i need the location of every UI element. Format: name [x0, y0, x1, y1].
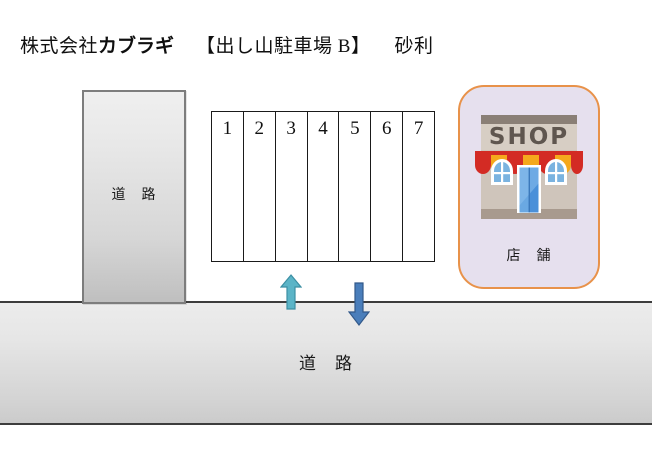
page-title: 株式会社カブラギ【出し山駐車場 B】 砂利: [20, 28, 620, 60]
title-lot-name: 【出し山駐車場 B】: [196, 35, 371, 57]
arrow-up-icon: [280, 274, 302, 310]
svg-text:SHOP: SHOP: [489, 124, 569, 150]
parking-stall[interactable]: 2: [243, 112, 276, 261]
shop-card: SHOP: [458, 85, 600, 289]
arrow-down-icon: [348, 282, 370, 326]
stall-number: 7: [413, 118, 424, 139]
stall-number: 5: [350, 118, 360, 139]
parking-stall[interactable]: 5: [339, 112, 372, 261]
title-surface-type: 砂利: [394, 35, 434, 57]
parking-stall[interactable]: 1: [212, 112, 244, 261]
parking-stall-grid: 1 2 3 4 5 6 7: [211, 111, 435, 262]
stall-number: 2: [254, 118, 265, 139]
parking-stall[interactable]: 3: [275, 112, 308, 261]
bottom-road-area: 道 路: [0, 301, 652, 425]
stall-number: 1: [222, 118, 233, 139]
title-brand: カブラギ: [98, 34, 175, 57]
left-road-label: 道 路: [111, 188, 157, 203]
shop-building-icon: SHOP: [473, 101, 585, 229]
left-road-block: 道 路: [82, 90, 186, 304]
parking-stall[interactable]: 6: [371, 112, 404, 261]
stall-number: 6: [381, 118, 392, 139]
stall-number: 3: [286, 118, 296, 139]
title-company: 株式会社: [20, 35, 99, 57]
parking-stall[interactable]: 4: [307, 112, 340, 261]
shop-label: 店 舗: [506, 249, 552, 264]
parking-stall[interactable]: 7: [403, 112, 435, 261]
stall-number: 4: [318, 118, 328, 139]
bottom-road-label: 道 路: [299, 354, 353, 373]
